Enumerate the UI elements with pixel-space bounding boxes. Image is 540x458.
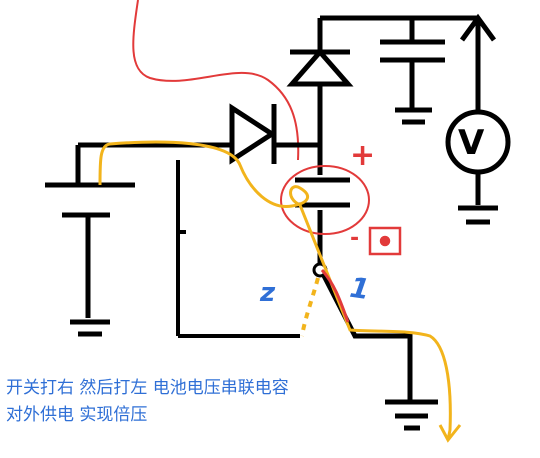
explanation-line-2: 对外供电 实现倍压 [6, 405, 148, 425]
switch-wire [176, 160, 300, 338]
plus-label: + [350, 138, 376, 173]
path-2-label: z [260, 278, 276, 308]
capacitor-highlight-circle [280, 165, 370, 235]
capacitor-main [295, 177, 350, 208]
red-current-path [320, 269, 350, 323]
voltmeter [445, 13, 511, 225]
yellow-current-path [98, 140, 462, 443]
diode-vertical [286, 48, 354, 87]
battery-symbol [45, 142, 170, 337]
diode-horizontal [229, 103, 277, 165]
voltmeter-label: V [458, 123, 485, 163]
explanation-line-1: 开关打右 然后打左 电池电压串联电容 [6, 378, 289, 398]
yellow-dashed-path [300, 277, 320, 337]
capacitor-output [380, 18, 445, 125]
red-hand-curve [132, 0, 300, 161]
red-terminal-box [368, 226, 402, 256]
minus-label: - [350, 226, 360, 251]
